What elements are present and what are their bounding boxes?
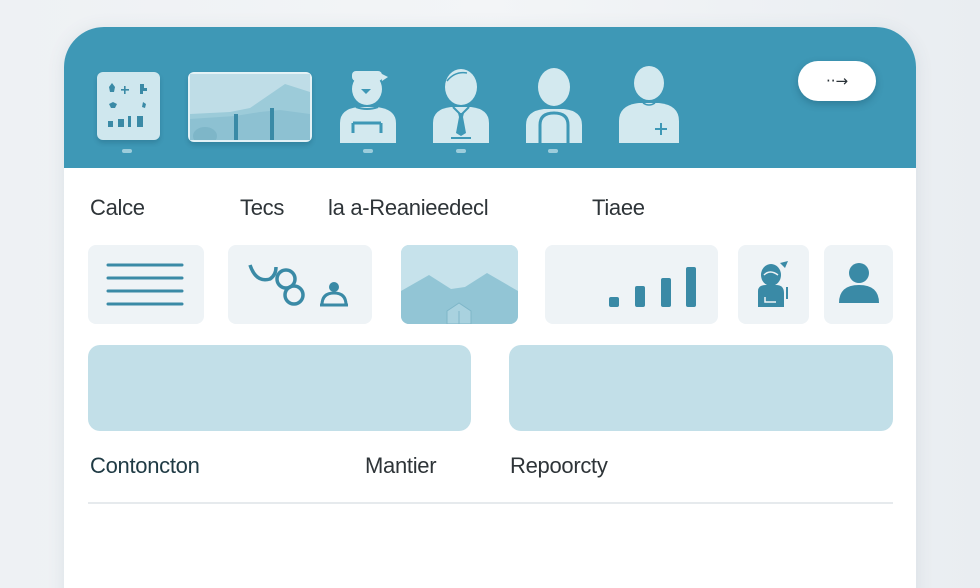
nurse-icon: [758, 261, 788, 307]
doctor-icon[interactable]: [522, 67, 586, 143]
label-mantier: Mantier: [365, 453, 437, 478]
dashboard-grid-icon[interactable]: [97, 72, 160, 140]
stethoscope-user-tile[interactable]: [228, 245, 372, 324]
businessman-icon[interactable]: [429, 67, 493, 143]
landscape-tile[interactable]: [401, 245, 518, 324]
landscape-image-icon[interactable]: [188, 72, 312, 142]
next-button[interactable]: ··→: [798, 61, 876, 101]
bar-chart-tile[interactable]: [545, 245, 718, 324]
nurse-tile[interactable]: [738, 245, 809, 324]
section-divider: [88, 502, 893, 504]
label-calce: Calce: [90, 195, 145, 220]
list-lines-icon: [106, 263, 184, 306]
indicator-dot: [456, 149, 466, 153]
add-user-icon[interactable]: [617, 65, 681, 143]
indicator-dot: [548, 149, 558, 153]
label-reanieedecl: la a-Reanieedecl: [328, 195, 489, 220]
indicator-dot: [363, 149, 373, 153]
user-icon: [839, 263, 879, 303]
list-tile[interactable]: [88, 245, 204, 324]
indicator-dot: [122, 149, 132, 153]
label-repoorcty: Repoorcty: [510, 453, 608, 478]
label-tiaee: Tiaee: [592, 195, 645, 220]
content-panel-right[interactable]: [509, 345, 893, 431]
content-panel-left[interactable]: [88, 345, 471, 431]
header-bar: ··→: [64, 27, 916, 168]
landscape-image-icon: [401, 245, 518, 324]
bar-chart-icon: [609, 267, 696, 307]
label-contoncton: Contoncton: [90, 453, 200, 478]
user-avatar-icon[interactable]: [336, 67, 400, 143]
arrow-right-icon: ··→: [825, 72, 849, 90]
label-tecs: Tecs: [240, 195, 285, 220]
stethoscope-user-icon: [248, 264, 348, 307]
main-card: ··→ Calce Tecs la a-Reanieedecl Tiaee: [64, 27, 916, 588]
user-tile[interactable]: [824, 245, 893, 324]
